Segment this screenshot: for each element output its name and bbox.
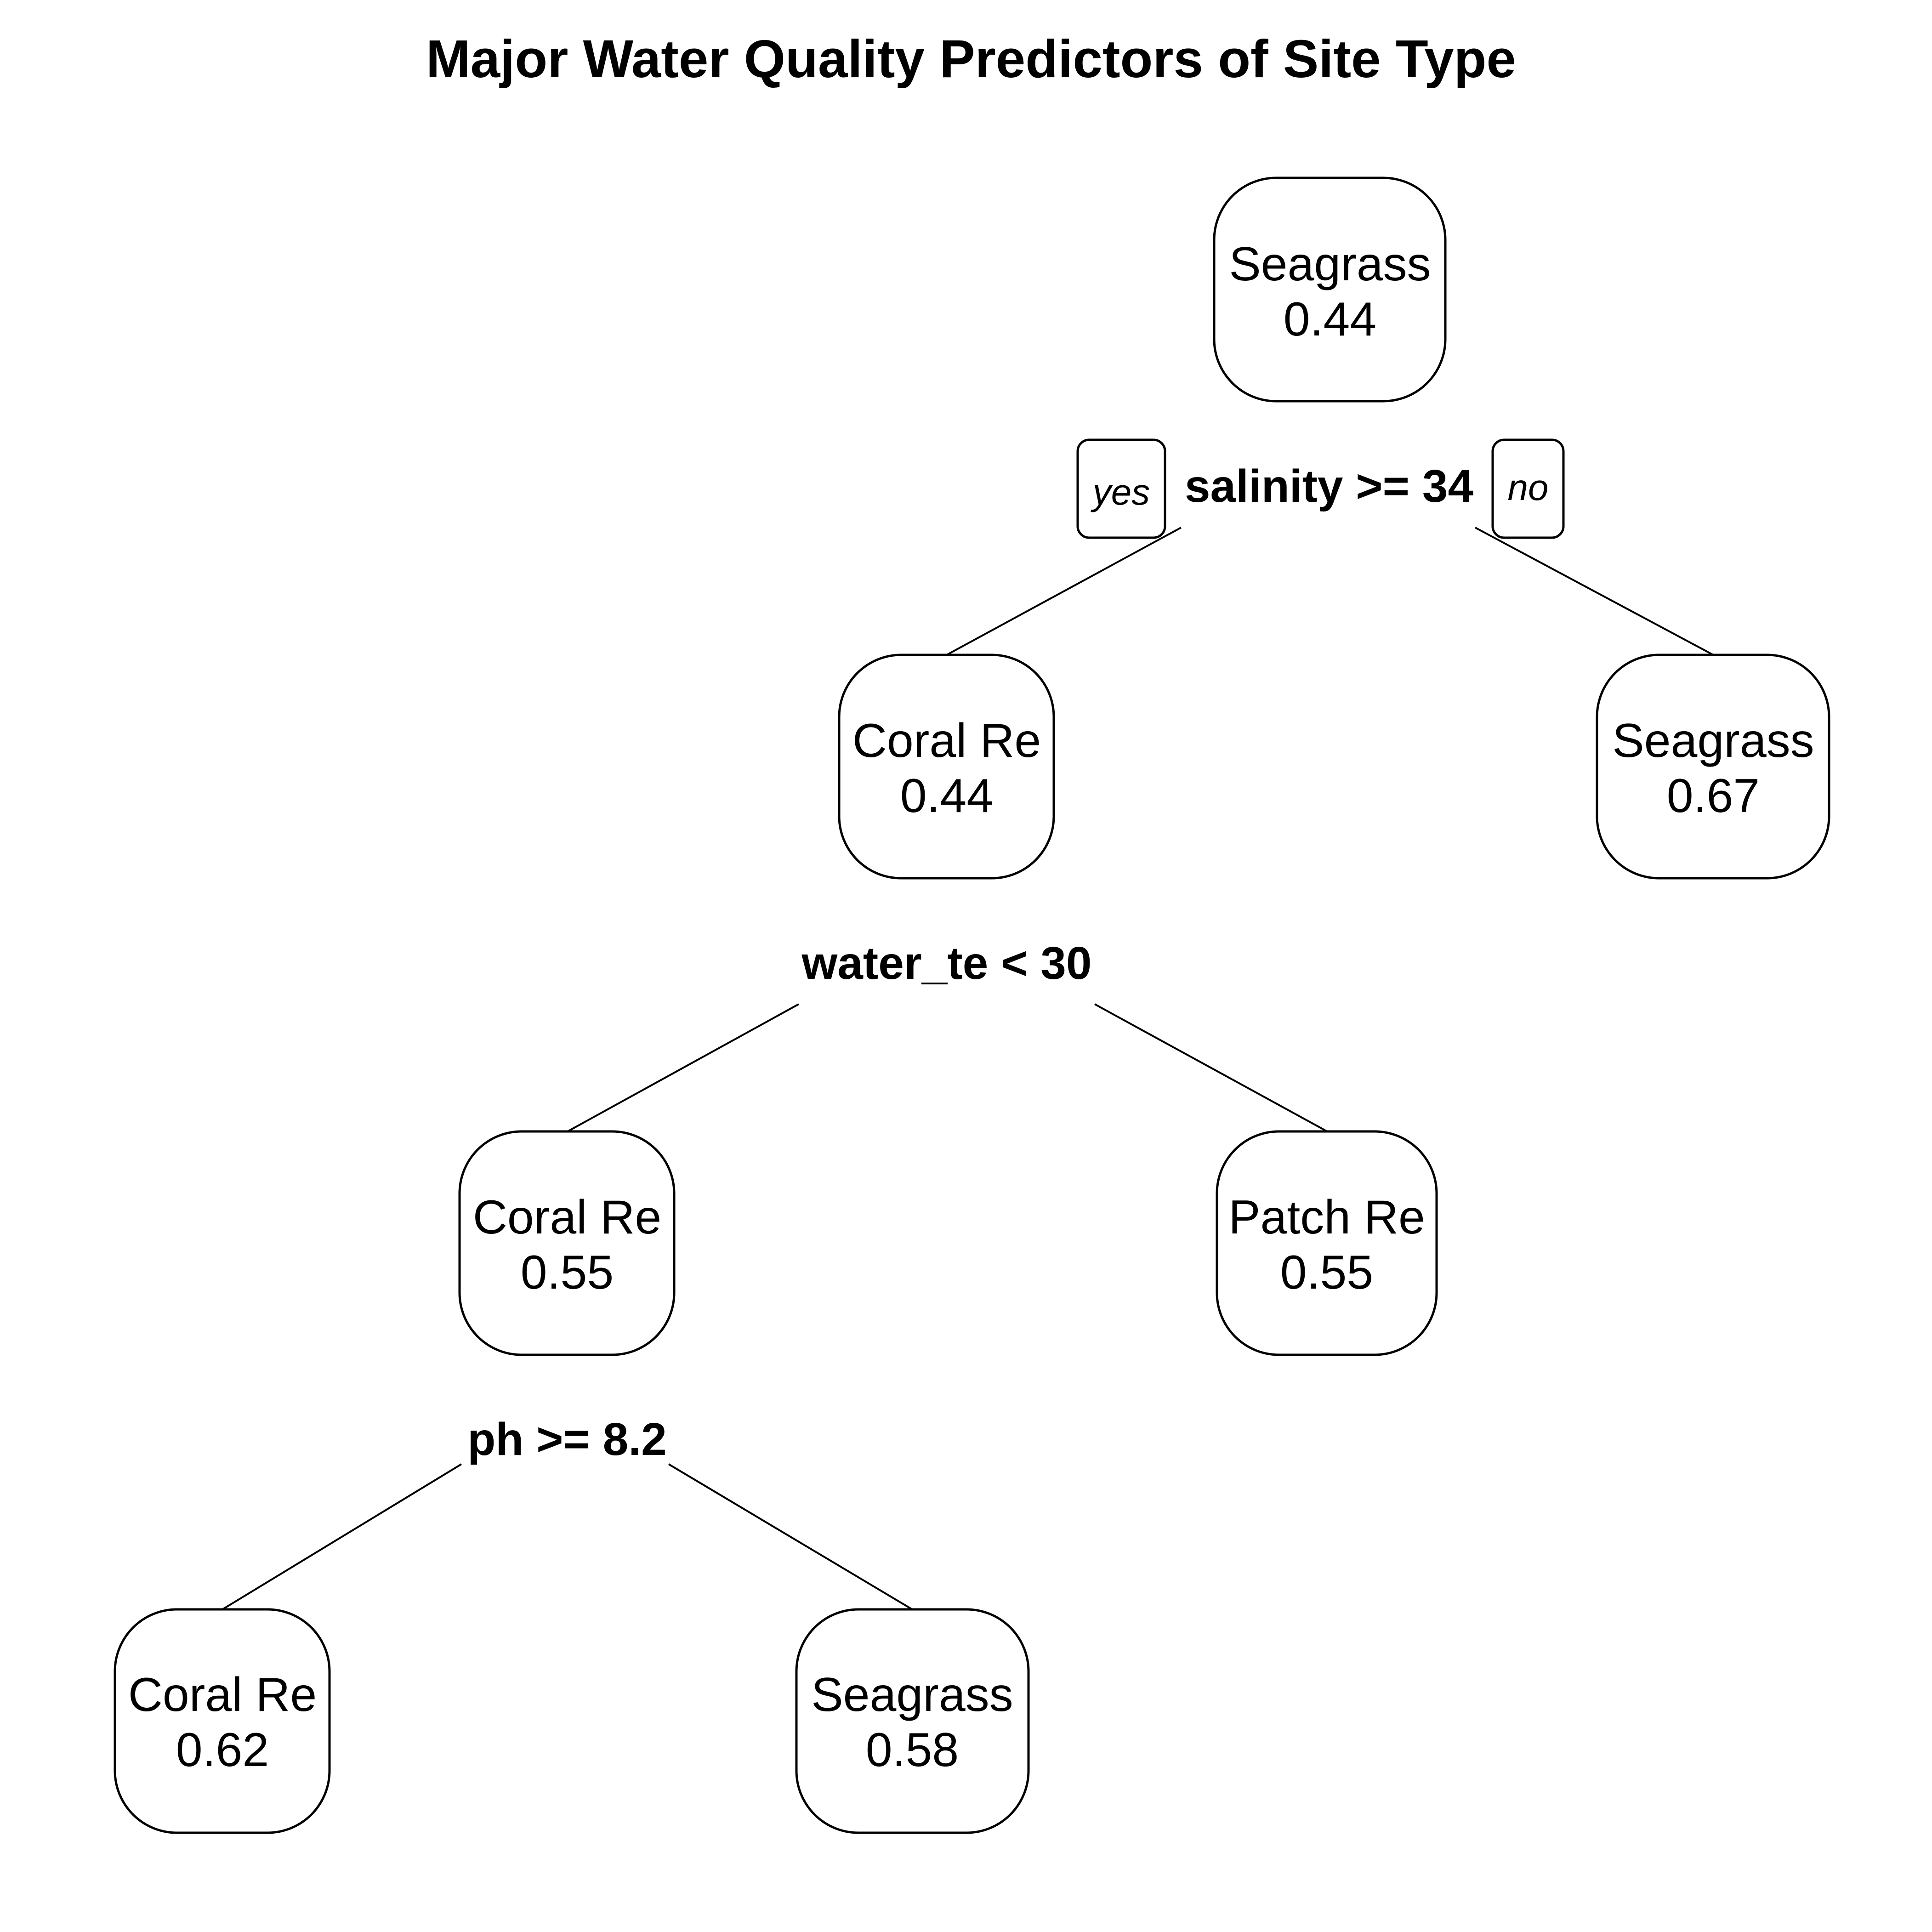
split-root: yes salinity >= 34 no <box>1076 438 1565 539</box>
edge-ll-left <box>222 1463 462 1610</box>
node-value: 0.44 <box>1284 293 1376 346</box>
split-condition: salinity >= 34 <box>1185 460 1474 512</box>
node-value: 0.55 <box>521 1246 614 1299</box>
edge-root-left <box>946 527 1182 656</box>
edge-left-leftleft <box>567 1003 799 1132</box>
node-value: 0.67 <box>1667 769 1760 823</box>
tree-node-left-right: Patch Re 0.55 <box>1216 1130 1438 1356</box>
node-value: 0.62 <box>176 1723 269 1777</box>
node-label: Coral Re <box>128 1668 317 1722</box>
node-value: 0.55 <box>1280 1246 1373 1299</box>
split-condition-left: water_te < 30 <box>801 938 1092 989</box>
node-value: 0.58 <box>866 1723 959 1777</box>
node-label: Seagrass <box>811 1668 1013 1722</box>
node-label: Patch Re <box>1228 1191 1425 1244</box>
tree-node-ll-left: Coral Re 0.62 <box>114 1608 331 1834</box>
node-label: Coral Re <box>473 1191 661 1244</box>
node-label: Seagrass <box>1229 238 1431 291</box>
node-label: Seagrass <box>1612 714 1814 767</box>
tree-node-left: Coral Re 0.44 <box>838 653 1055 880</box>
edge-root-right <box>1475 527 1714 656</box>
edge-left-leftright <box>1094 1003 1328 1132</box>
branch-no-box <box>1491 438 1565 539</box>
tree-node-root: Seagrass 0.44 <box>1213 176 1447 403</box>
diagram-title: Major Water Quality Predictors of Site T… <box>426 29 1516 89</box>
branch-yes-box <box>1076 438 1166 539</box>
tree-node-right: Seagrass 0.67 <box>1596 653 1830 880</box>
branch-yes-label: yes <box>1091 472 1150 512</box>
branch-no-label: no <box>1508 467 1549 508</box>
edge-ll-right <box>668 1463 913 1610</box>
node-value: 0.44 <box>900 769 993 823</box>
node-label: Coral Re <box>852 714 1041 767</box>
tree-node-ll-right: Seagrass 0.58 <box>795 1608 1030 1834</box>
tree-edges <box>222 527 1714 1610</box>
split-condition-left-left: ph >= 8.2 <box>467 1414 667 1465</box>
tree-node-left-left: Coral Re 0.55 <box>458 1130 676 1356</box>
